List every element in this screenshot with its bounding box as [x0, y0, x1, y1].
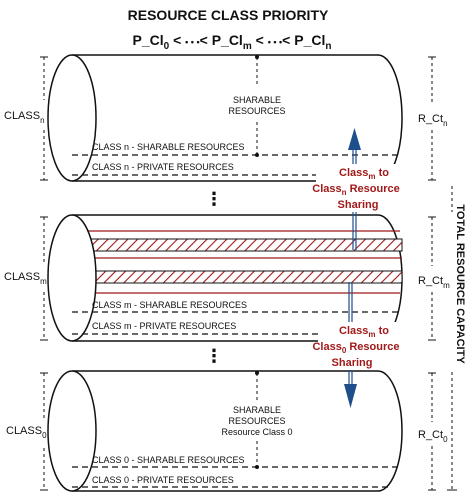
cylinder-class-m — [47, 214, 403, 342]
capacity-0-bracket — [428, 372, 436, 491]
class-n-sharable-label: CLASS n - SHARABLE RESOURCES — [92, 142, 245, 152]
class-m-label: CLASSm — [4, 271, 47, 286]
capacity-n-label: R_Ctn — [418, 113, 448, 128]
cylinder-class-0 — [47, 370, 403, 492]
class-n-label: CLASSn — [4, 110, 45, 125]
ellipsis-upper: ⋮ — [205, 189, 223, 209]
class-0-private-label: CLASS 0 - PRIVATE RESOURCES — [92, 475, 234, 485]
total-resource-capacity-label: TOTAL RESOURCE CAPACITY — [454, 204, 466, 364]
priority-formula: P_Cl0 < • • •< P_Clm < • • •< P_Cln — [133, 32, 332, 52]
sharing-up-backdrop — [316, 164, 408, 212]
capacity-0-label: R_Ct0 — [418, 429, 448, 444]
class-m-bracket — [40, 216, 48, 341]
class-0-bracket — [40, 372, 48, 491]
class-n-private-label: CLASS n - PRIVATE RESOURCES — [92, 162, 234, 172]
class-m-sharable-label: CLASS m - SHARABLE RESOURCES — [92, 300, 247, 310]
ellipsis-lower: ⋮ — [205, 346, 223, 366]
capacity-n-bracket — [428, 56, 436, 181]
diagram-title: RESOURCE CLASS PRIORITY — [128, 7, 329, 23]
class-0-label: CLASS0 — [6, 425, 47, 440]
total-capacity-axis — [447, 186, 457, 491]
class-n-bracket — [40, 56, 48, 181]
class-0-sharable-label: CLASS 0 - SHARABLE RESOURCES — [92, 455, 245, 465]
capacity-m-bracket — [428, 216, 436, 341]
class-m-private-label: CLASS m - PRIVATE RESOURCES — [92, 321, 236, 331]
cylinder-class-n — [47, 54, 403, 182]
sharing-down-backdrop — [318, 322, 410, 370]
capacity-m-label: R_Ctm — [418, 275, 450, 290]
